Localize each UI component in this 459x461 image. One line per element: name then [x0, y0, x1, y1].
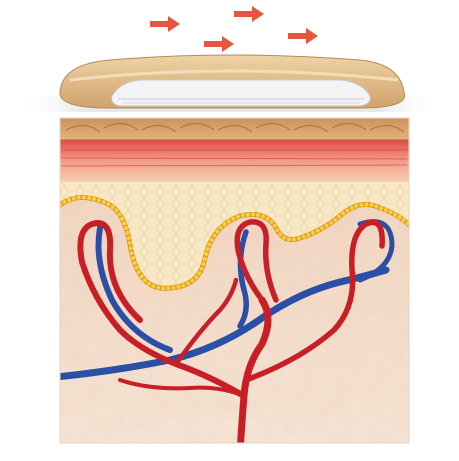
skin-block: [46, 112, 409, 452]
arrows-group: [150, 6, 318, 52]
papillary-band: [60, 136, 409, 184]
arrow-4-icon: [288, 28, 318, 44]
arrow-1-icon: [150, 16, 180, 32]
dressing-film: [112, 80, 371, 106]
epidermis: [60, 112, 409, 140]
wound-dressing: [20, 55, 440, 112]
arrow-2-icon: [234, 6, 264, 22]
arrow-3-icon: [204, 36, 234, 52]
